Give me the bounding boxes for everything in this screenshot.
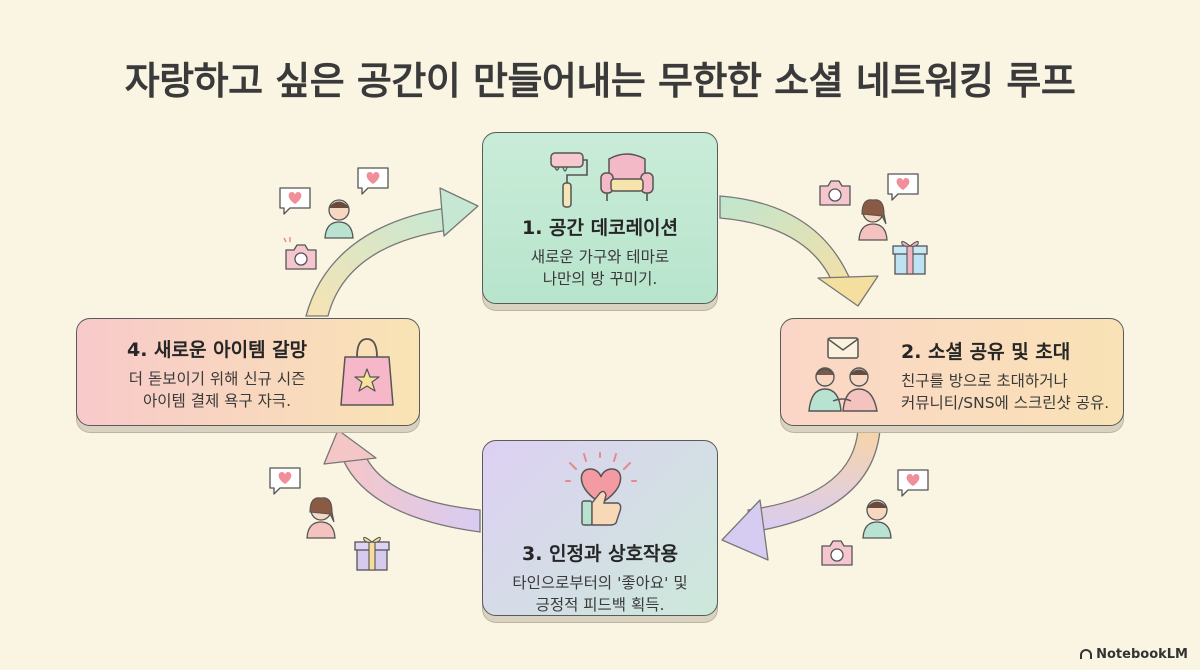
person-icon [306,497,336,539]
heart-bubble-icon [887,173,919,201]
arrow-step3-to-step4 [323,429,481,533]
step-3-title: 3. 인정과 상호작용 [521,543,679,565]
heart-thumbs-up-icon [565,452,637,526]
person-icon [858,199,888,241]
heart-bubble-icon [279,187,311,215]
gift-icon [354,536,390,571]
page-title: 자랑하고 싶은 공간이 만들어내는 무한한 소셜 네트워킹 루프 [124,59,1076,103]
arrow-step2-to-step3 [721,429,881,561]
step-1-title: 1. 공간 데코레이션 [521,217,679,239]
person-icon [324,199,354,239]
heart-bubble-icon [357,167,389,195]
step-2-title: 2. 소셜 공유 및 초대 [901,341,1071,363]
friends-icon [808,367,878,412]
envelope-icon [827,337,859,359]
armchair-icon [600,153,654,201]
paint-roller-icon [550,152,588,208]
arrow-step1-to-step2 [719,195,879,307]
arrow-step4-to-step1 [305,187,479,317]
heart-bubble-icon [897,469,929,497]
step-4-title: 4. 새로운 아이템 갈망 [127,339,308,361]
gift-icon [892,240,928,275]
camera-icon [819,180,851,206]
notebooklm-logo-icon [1080,649,1093,659]
shopping-bag-icon [340,338,394,406]
person-icon [862,499,892,539]
notebooklm-logo: NotebookLM [1080,647,1188,662]
camera-icon [283,237,317,270]
camera-icon [821,540,853,566]
heart-bubble-icon [269,467,301,495]
